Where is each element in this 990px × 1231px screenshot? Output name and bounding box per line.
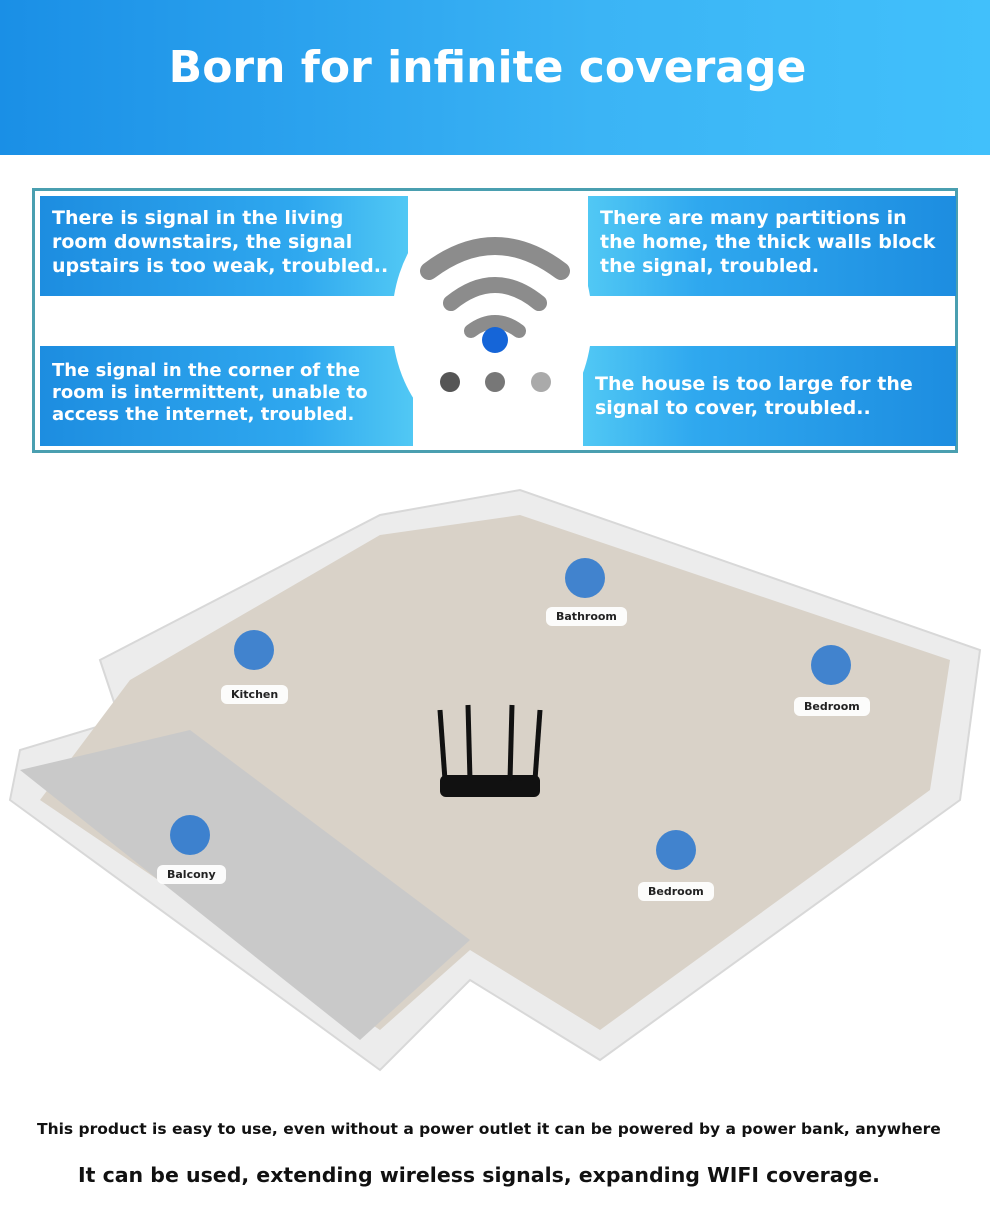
room-label-balcony: Balcony	[157, 865, 226, 884]
problem-large-house: The house is too large for the signal to…	[583, 346, 956, 446]
problem-walls: There are many partitions in the home, t…	[588, 196, 956, 296]
footer-line-2: It can be used, extending wireless signa…	[78, 1163, 880, 1187]
room-label-bedroom: Bedroom	[794, 697, 870, 716]
wifi-icon	[420, 237, 570, 392]
page-title: Born for infinite coverage	[168, 42, 807, 93]
room-label-kitchen: Kitchen	[221, 685, 289, 704]
footer-line-1: This product is easy to use, even withou…	[37, 1120, 941, 1138]
floor-plan-illustration	[8, 488, 982, 1072]
room-label-bedroom-2: Bedroom	[638, 882, 714, 901]
problem-corner: The signal in the corner of the room is …	[40, 346, 413, 446]
main-router-icon	[437, 704, 543, 797]
problems-panel: There is signal in the living room downs…	[32, 188, 958, 453]
room-label-bathroom: Bathroom	[546, 607, 627, 626]
problem-upstairs: There is signal in the living room downs…	[40, 196, 408, 296]
header-banner: Born for infinite coverage	[0, 0, 990, 155]
